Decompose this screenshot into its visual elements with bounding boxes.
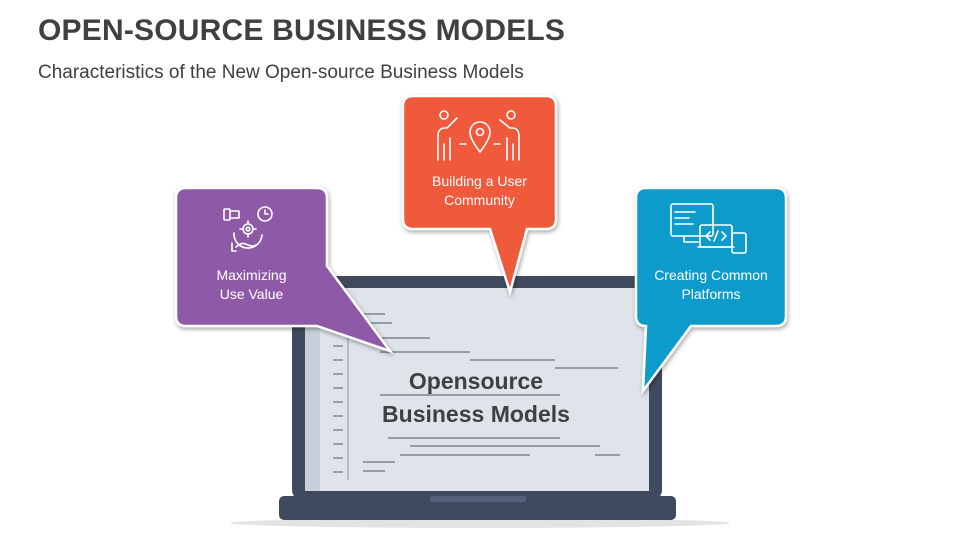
laptop-base: [279, 496, 676, 520]
callout-left-label: Maximizing Use Value: [176, 266, 327, 304]
value-cycle-icon: [223, 206, 273, 252]
screen-title-line2: Business Models: [382, 401, 570, 427]
callout-right-label-line2: Platforms: [681, 286, 741, 302]
callout-center-label: Building a User Community: [403, 172, 556, 210]
callout-center-label-line2: Community: [444, 192, 515, 208]
page-title: OPEN-SOURCE BUSINESS MODELS: [38, 14, 566, 47]
screen-title-line1: Opensource: [408, 368, 544, 394]
callout-center-label-line1: Building a User: [432, 173, 527, 189]
callout-center-bubble: [401, 94, 558, 297]
screen-gutter: [305, 288, 320, 491]
callout-right: [634, 186, 788, 396]
callout-right-label: Creating Common Platforms: [636, 266, 786, 304]
platforms-icon: [670, 203, 747, 254]
callout-left-bubble: [174, 186, 394, 354]
callout-left-label-line1: Maximizing: [216, 267, 287, 283]
callout-left: [174, 186, 394, 354]
laptop: [230, 276, 730, 528]
callout-center: [401, 94, 558, 297]
callout-left-label-line2: Use Value: [219, 286, 284, 302]
page-subtitle: Characteristics of the New Open-source B…: [38, 62, 524, 83]
callout-right-label-line1: Creating Common: [654, 267, 768, 283]
laptop-shadow: [230, 518, 730, 528]
screen-code-lines: [333, 300, 620, 480]
laptop-notch: [430, 496, 526, 502]
community-icon: [437, 110, 520, 161]
callout-right-bubble: [634, 186, 788, 396]
